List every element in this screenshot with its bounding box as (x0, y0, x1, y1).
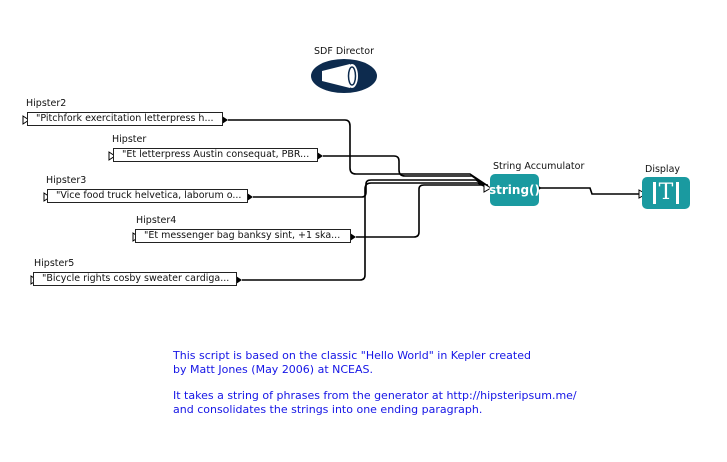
string-accumulator-actor[interactable]: string() (489, 174, 541, 206)
actor-label-hipster5: Hipster5 (34, 258, 75, 269)
wire-hipster5[interactable] (242, 182, 489, 281)
string-constant-hipster2[interactable]: "Pitchfork exercitation letterpress h... (27, 112, 223, 126)
display-label: Display (645, 164, 681, 175)
display-bar-right (676, 182, 680, 204)
text-display-icon: T (658, 180, 674, 205)
port-output-hipster2[interactable] (222, 116, 228, 124)
accumulator-label: String Accumulator (493, 161, 585, 172)
string-constant-hipster[interactable]: "Et letterpress Austin consequat, PBR... (113, 148, 318, 162)
actor-label-hipster: Hipster (112, 134, 147, 145)
megaphone-icon[interactable] (310, 58, 378, 94)
port-output-hipster5[interactable] (236, 276, 242, 284)
wire-hipster[interactable] (323, 155, 489, 188)
port-input-hipster2[interactable] (22, 115, 30, 125)
annotation-line: by Matt Jones (May 2006) at NCEAS. (173, 362, 374, 376)
annotation-line: and consolidates the strings into one en… (173, 402, 483, 416)
accumulator-text: string() (489, 183, 541, 197)
actor-label-hipster2: Hipster2 (26, 98, 67, 109)
port-input-hipster[interactable] (108, 151, 116, 161)
annotation-line: This script is based on the classic "Hel… (173, 349, 531, 362)
port-input-accumulator[interactable] (483, 183, 493, 193)
annotation-gap (173, 376, 577, 389)
port-output-hipster[interactable] (317, 152, 323, 160)
wire-hipster4[interactable] (356, 184, 488, 238)
string-constant-hipster3[interactable]: "Vice food truck helvetica, laborum o... (47, 189, 248, 203)
director-label: SDF Director (314, 46, 374, 57)
display-actor[interactable]: T (642, 177, 690, 209)
actor-label-hipster3: Hipster3 (46, 175, 87, 186)
port-output-hipster4[interactable] (350, 233, 356, 241)
display-bar-left (652, 182, 656, 204)
wire-hipster2[interactable] (228, 119, 489, 187)
actor-label-hipster4: Hipster4 (136, 215, 177, 226)
string-constant-hipster4[interactable]: "Et messenger bag banksy sint, +1 ska... (135, 229, 351, 243)
annotation-text[interactable]: This script is based on the classic "Hel… (173, 349, 577, 416)
annotation-line: It takes a string of phrases from the ge… (173, 389, 577, 402)
wire-accumulator-display[interactable] (541, 187, 642, 195)
port-output-hipster3[interactable] (247, 193, 253, 201)
string-constant-hipster5[interactable]: "Bicycle rights cosby sweater cardiga... (33, 272, 237, 286)
